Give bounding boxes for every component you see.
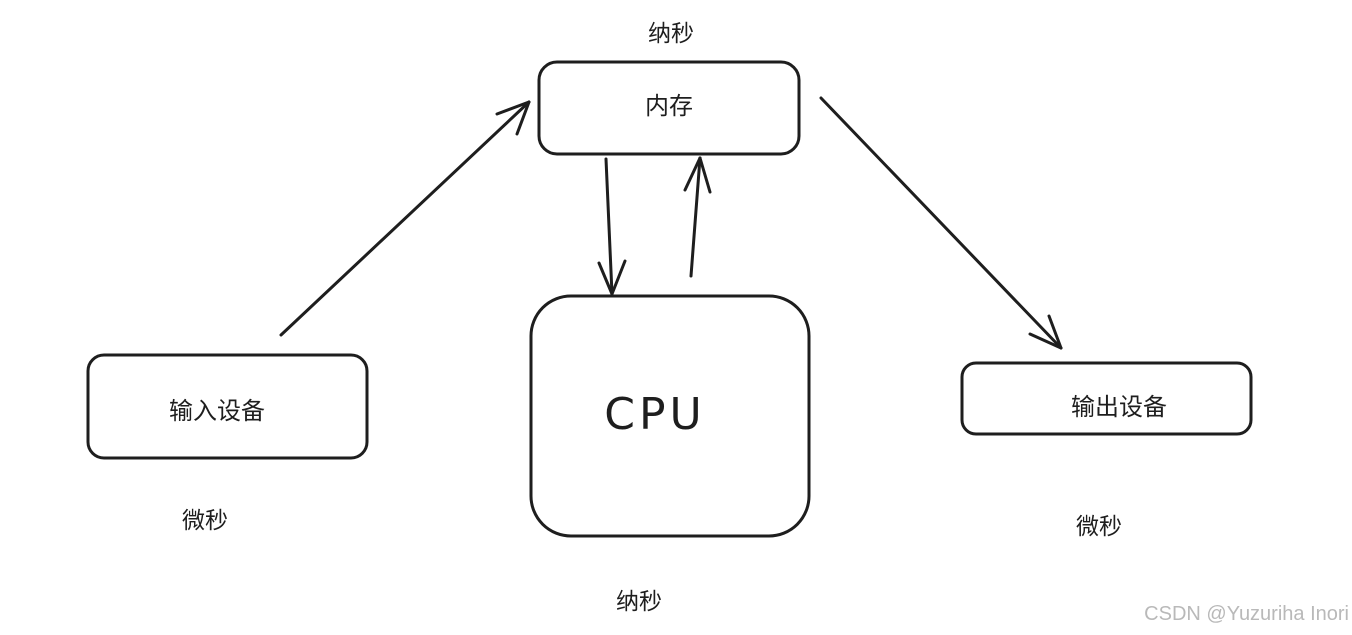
memory-box xyxy=(537,60,801,156)
input-device-label: 输入设备 xyxy=(169,397,265,425)
output-device-speed-label: 微秒 xyxy=(1076,514,1122,540)
arrow-cpu-to-memory xyxy=(683,156,712,278)
output-device-label: 输出设备 xyxy=(1071,393,1167,421)
arrow-input-to-memory xyxy=(279,100,531,337)
arrow-memory-to-cpu xyxy=(597,157,627,296)
memory-speed-label: 纳秒 xyxy=(648,21,694,47)
output-device-box xyxy=(960,361,1253,436)
input-device-speed-label: 微秒 xyxy=(182,508,228,534)
cpu-speed-label: 纳秒 xyxy=(616,589,662,615)
cpu-box xyxy=(529,294,811,538)
memory-node[interactable]: 内存 xyxy=(537,60,801,156)
input-device-box xyxy=(86,353,369,460)
input-device-node[interactable]: 输入设备 xyxy=(86,353,369,460)
output-device-node[interactable]: 输出设备 xyxy=(960,361,1253,436)
watermark: CSDN @Yuzuriha Inori xyxy=(1144,603,1349,625)
memory-label: 内存 xyxy=(645,92,693,120)
cpu-node[interactable]: CPU xyxy=(529,294,811,538)
arrow-memory-to-output xyxy=(819,96,1063,350)
cpu-label: CPU xyxy=(604,389,705,440)
